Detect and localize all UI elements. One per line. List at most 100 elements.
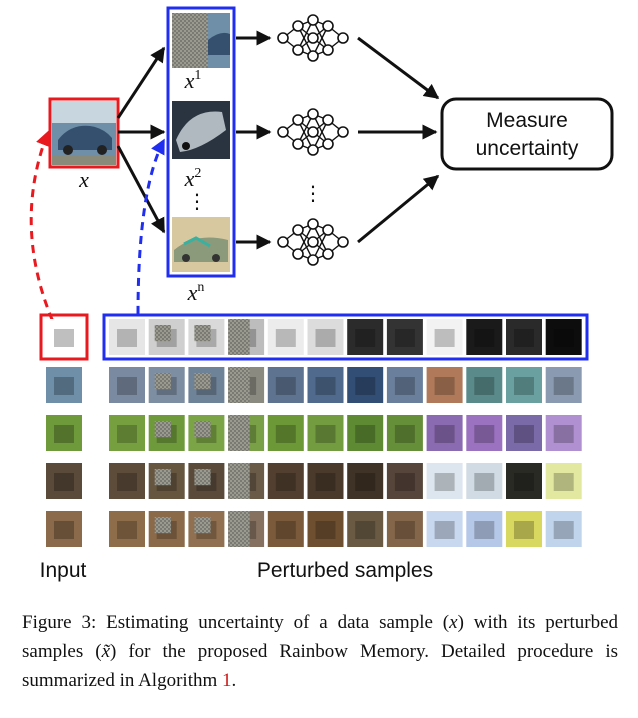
perturbed-thumbnail: [109, 415, 145, 451]
perturbed-samples-label: Perturbed samples: [257, 559, 433, 582]
cutout-patch: [194, 373, 211, 390]
perturbed-thumbnail: [267, 511, 304, 547]
car-row: [46, 367, 582, 403]
xn-label: xn: [187, 280, 205, 305]
input-thumbnail-subject: [54, 521, 74, 539]
column-to-net-arrows: [236, 30, 272, 250]
perturbed-thumbnail: [307, 415, 344, 451]
perturbed-thumbnail: [109, 319, 145, 355]
blue-dashed-link: [136, 138, 166, 315]
perturbed-thumbnail-subject: [315, 521, 336, 539]
perturbed-thumbnail-subject: [315, 329, 336, 347]
algorithm-ref-link[interactable]: 1: [222, 670, 232, 691]
perturbed-thumbnail: [426, 463, 463, 499]
perturbed-thumbnail: [109, 511, 145, 547]
perturbed-thumbnail-subject: [117, 521, 137, 539]
perturbed-thumbnail: [109, 463, 145, 499]
input-thumbnail-subject: [54, 425, 74, 443]
input-label: Input: [40, 559, 87, 582]
perturbed-thumbnail: [506, 319, 542, 355]
cat-row: [46, 463, 582, 499]
perturbed-thumbnail: [109, 367, 145, 403]
perturbed-thumbnail-subject: [117, 329, 137, 347]
figure-caption: Figure 3: Estimating uncertainty of a da…: [22, 612, 619, 691]
perturbed-thumbnail-subject: [553, 425, 574, 443]
perturbed-thumbnail-subject: [474, 521, 495, 539]
perturbed-thumbnail: [426, 319, 463, 355]
perturbed-thumbnail: [347, 415, 384, 451]
perturbed-thumbnail: [506, 511, 542, 547]
perturbed-thumbnail-subject: [434, 521, 455, 539]
input-highlight-box: [39, 313, 89, 361]
input-thumbnail: [46, 319, 82, 355]
perturbed-thumbnail: [545, 319, 582, 355]
cutout-patch: [228, 319, 250, 355]
input-thumbnail: [46, 415, 82, 451]
perturbed-thumbnail-subject: [315, 377, 336, 395]
cutout-patch: [194, 325, 211, 342]
perturbed-thumbnail: [466, 415, 503, 451]
perturbed-thumbnail: [466, 319, 503, 355]
input-image-x: [48, 97, 120, 169]
perturbed-thumbnail-subject: [394, 473, 415, 491]
perturbed-thumbnail: [267, 319, 304, 355]
perturbed-thumbnail: [545, 415, 582, 451]
cutout-patch: [228, 511, 250, 547]
perturbed-thumbnail: [386, 415, 423, 451]
perturbed-thumbnail: [466, 511, 503, 547]
perturbed-thumbnail-subject: [315, 425, 336, 443]
cutout-patch: [194, 517, 211, 534]
perturbed-thumbnail-subject: [434, 473, 455, 491]
perturbed-thumbnail-subject: [355, 377, 376, 395]
perturbed-thumbnail-subject: [355, 425, 376, 443]
red-dashed-link: [29, 130, 60, 334]
perturbed-thumbnail-subject: [275, 521, 296, 539]
cutout-patch: [154, 517, 171, 534]
perturbed-thumbnail: [307, 511, 344, 547]
perturbed-thumbnail-subject: [117, 473, 137, 491]
perturbed-thumbnail: [545, 367, 582, 403]
input-thumbnail: [46, 511, 82, 547]
cutout-patch: [194, 469, 211, 486]
perturbed-thumbnail-subject: [514, 473, 534, 491]
perturbed-thumbnail: [386, 367, 423, 403]
input-thumbnail: [46, 367, 82, 403]
perturbed-thumbnail: [347, 511, 384, 547]
perturbed-thumbnail: [307, 319, 344, 355]
perturbed-thumbnail: [386, 463, 423, 499]
perturbed-thumbnail: [545, 511, 582, 547]
neural-network-icon: [277, 108, 349, 156]
perturbed-thumbnail-subject: [553, 329, 574, 347]
perturbed-thumbnail-subject: [474, 329, 495, 347]
perturbed-thumbnail-subject: [474, 473, 495, 491]
perturbed-thumbnail: [347, 463, 384, 499]
perturbed-thumbnail: [426, 415, 463, 451]
neural-network-icons: [277, 14, 349, 266]
perturbed-thumbnail: [386, 319, 423, 355]
bird-row: [46, 319, 582, 355]
perturbed-thumbnail: [267, 415, 304, 451]
fanout-arrows: [116, 46, 166, 234]
perturbed-thumbnail-subject: [275, 425, 296, 443]
perturbed-thumbnail: [506, 367, 542, 403]
input-thumbnail-subject: [54, 377, 74, 395]
perturbed-thumbnail-subject: [275, 473, 296, 491]
perturbed-highlight-box: [102, 313, 589, 361]
cutout-patch: [228, 415, 250, 451]
perturbed-thumbnail-subject: [514, 377, 534, 395]
cutout-patch: [154, 421, 171, 438]
perturbed-thumbnail-subject: [553, 521, 574, 539]
perturbed-thumbnail-subject: [355, 329, 376, 347]
perturbed-thumbnail-subject: [553, 473, 574, 491]
cutout-patch: [154, 325, 171, 342]
perturbed-thumbnail-subject: [117, 425, 137, 443]
net-to-measure-arrows: [357, 36, 440, 244]
perturbed-thumbnail-subject: [434, 329, 455, 347]
perturbed-thumbnail-subject: [514, 521, 534, 539]
input-thumbnail: [46, 463, 82, 499]
dog-row: [46, 511, 582, 547]
x2-label: x2: [184, 166, 202, 191]
neural-network-icon: [277, 218, 349, 266]
perturbed-thumbnail-subject: [275, 329, 296, 347]
perturbed-thumbnail: [307, 367, 344, 403]
